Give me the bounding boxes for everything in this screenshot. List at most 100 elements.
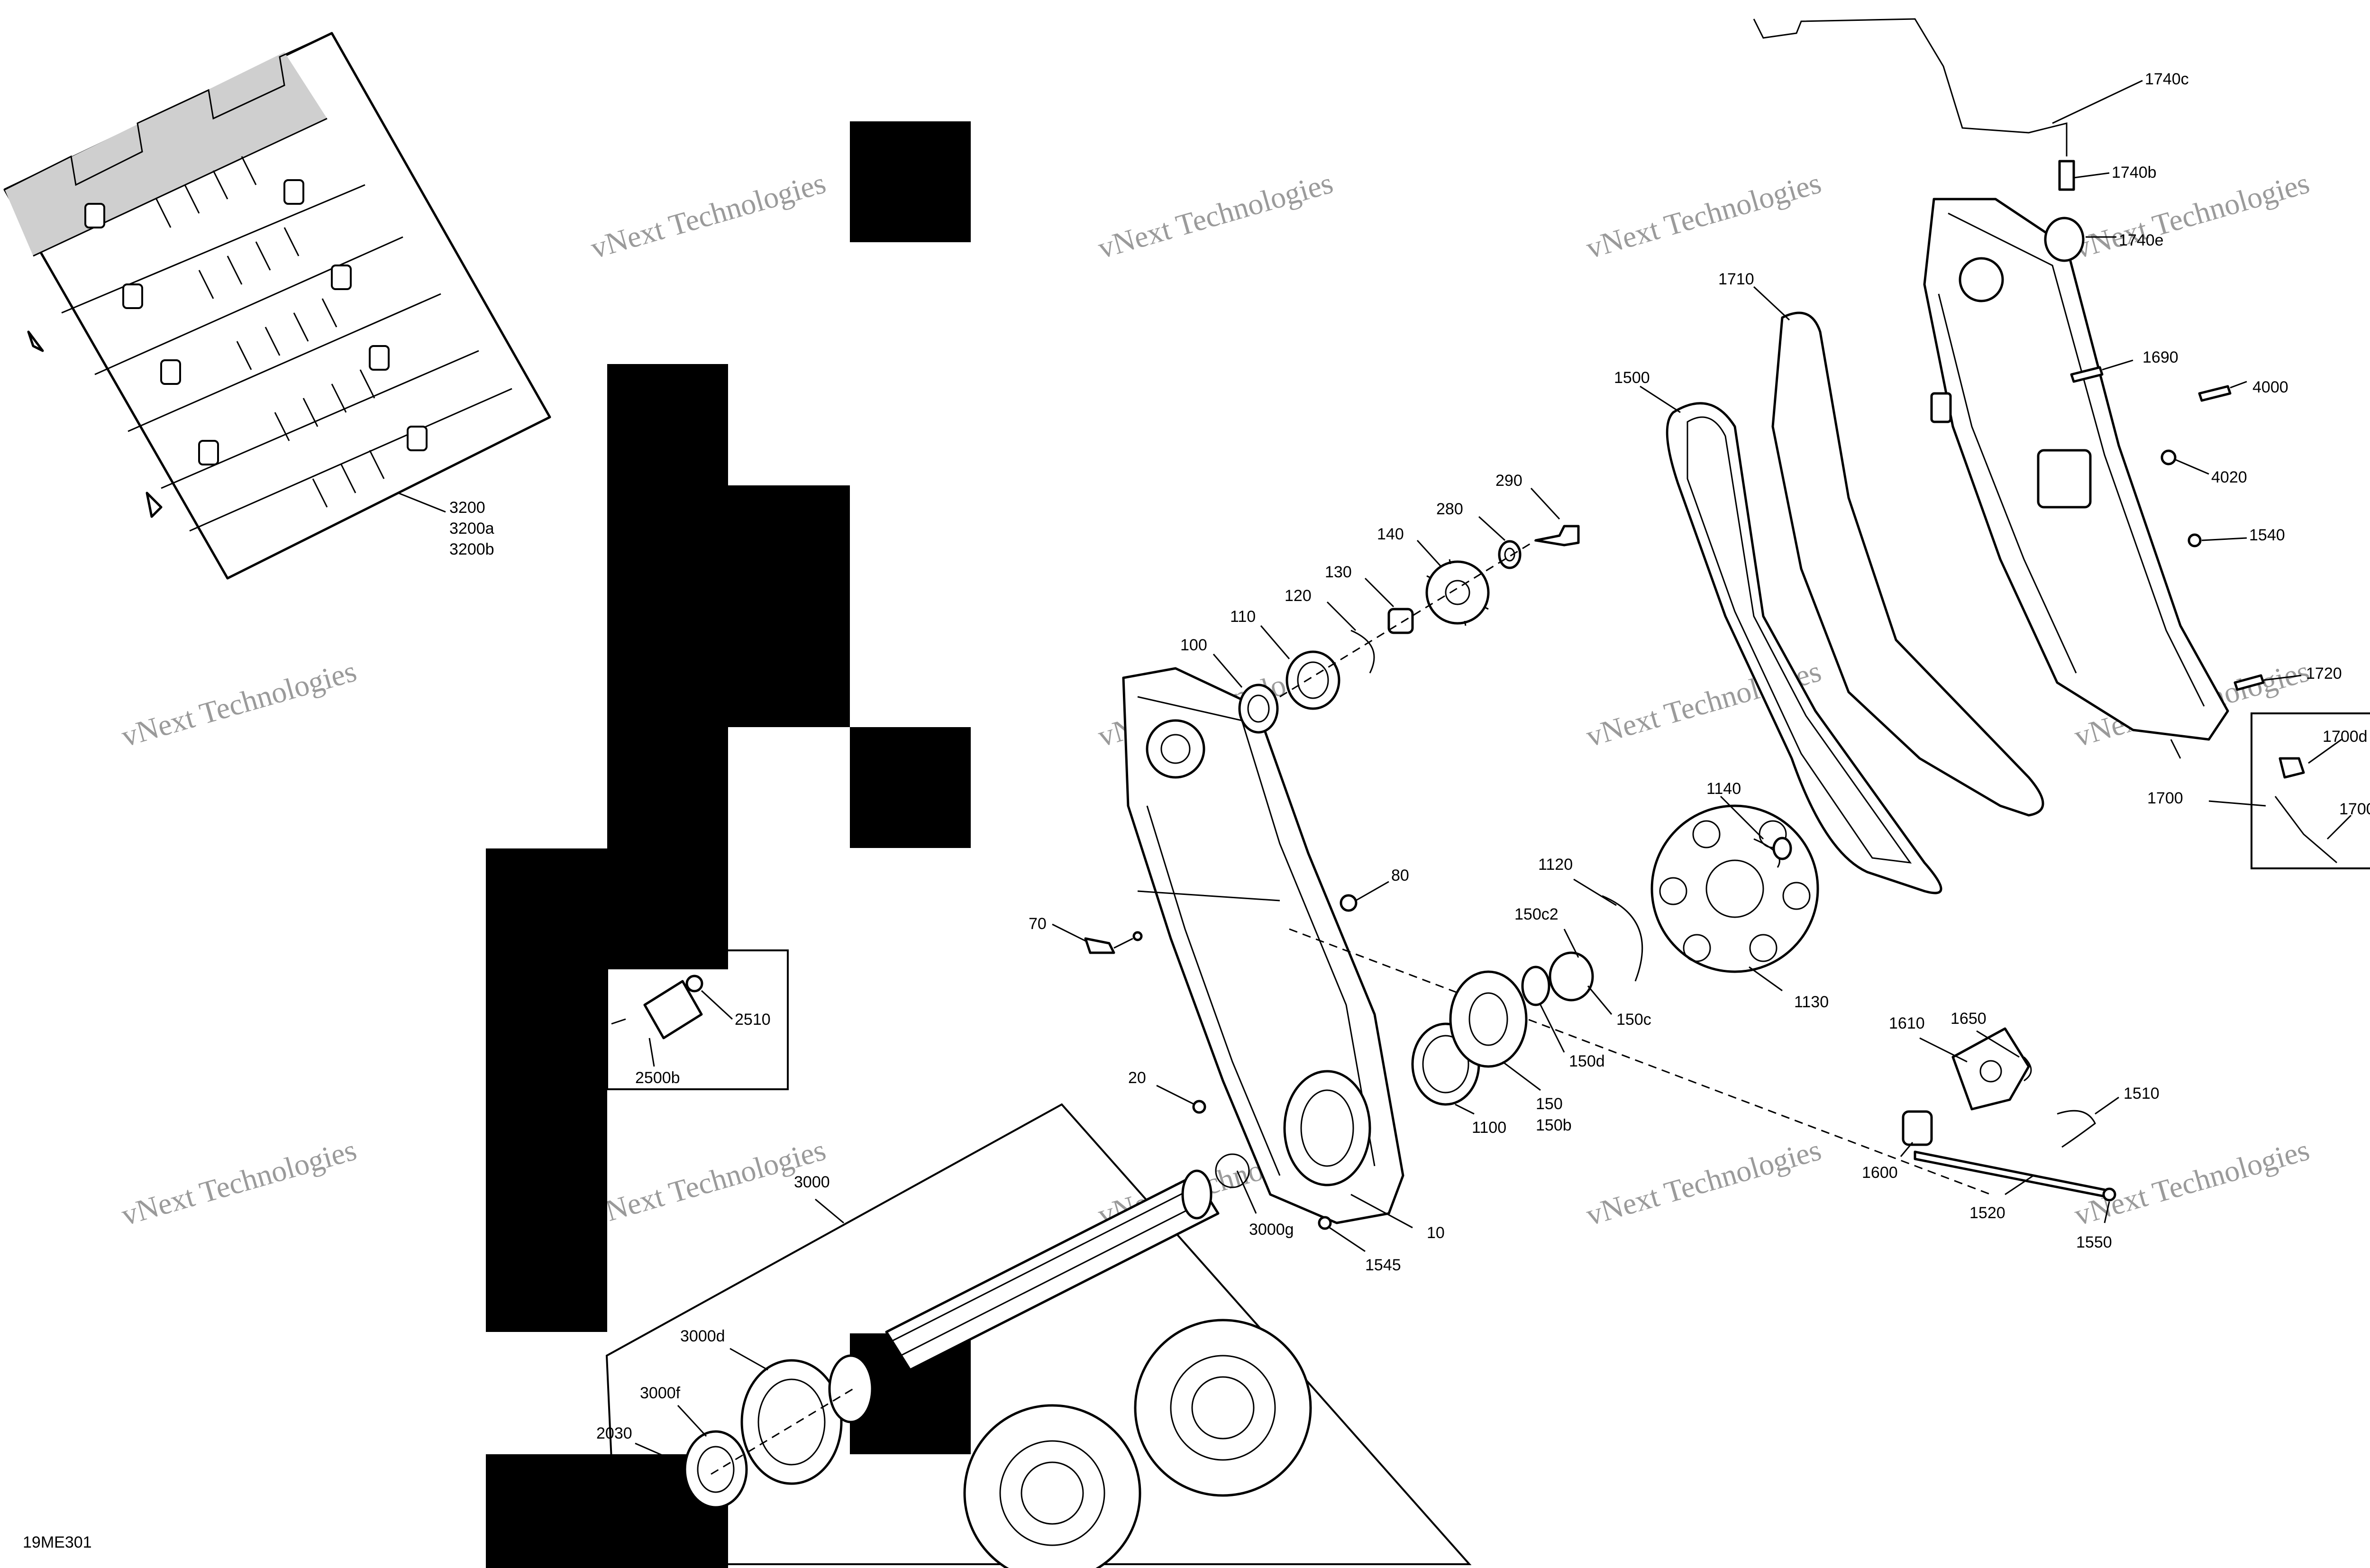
- chain-1500-drawing: [1666, 402, 1942, 894]
- callout-2030: 2030: [596, 1424, 632, 1442]
- callout-1650: 1650: [1951, 1010, 1987, 1028]
- redaction-block: [728, 485, 850, 727]
- callout-1120: 1120: [1538, 856, 1573, 874]
- callout-1700d: 1700d: [2323, 728, 2368, 746]
- leader-1700f: [2326, 814, 2352, 840]
- callout-1540: 1540: [2249, 526, 2285, 544]
- callout-3200a: 3200a: [449, 520, 494, 538]
- leader-290: [1530, 487, 1560, 520]
- callout-1130: 1130: [1794, 993, 1829, 1011]
- leader-150c: [1587, 985, 1613, 1015]
- watermark: vNext Technologies: [118, 1133, 360, 1232]
- leader-280: [1478, 516, 1506, 541]
- callout-3200: 3200: [449, 499, 485, 517]
- leader-1740c: [2052, 80, 2143, 124]
- callout-1140: 1140: [1706, 780, 1741, 798]
- callout-130: 130: [1325, 563, 1352, 581]
- leader-1600: [1900, 1142, 1914, 1157]
- leader-150c2: [1563, 929, 1579, 958]
- callout-150c: 150c: [1616, 1011, 1651, 1029]
- nut-80-drawing: [1340, 894, 1358, 912]
- callout-1500: 1500: [1614, 369, 1650, 387]
- chaincase-cover-drawing: [1923, 198, 2229, 741]
- callout-2500b: 2500b: [635, 1069, 680, 1087]
- callout-150: 150: [1536, 1095, 1563, 1113]
- leader-2030: [635, 1442, 674, 1461]
- leader-4000: [2230, 381, 2247, 389]
- callout-1700: 1700: [2147, 789, 2183, 807]
- leader-1610: [1919, 1037, 1968, 1063]
- detail-box-1700: [2251, 712, 2370, 869]
- leader-1140: [1720, 795, 1764, 840]
- callout-70: 70: [1029, 915, 1047, 933]
- leader-1510: [2095, 1096, 2119, 1115]
- callout-4000: 4000: [2252, 378, 2288, 396]
- lower-sprocket-stack-drawing: [1411, 804, 1819, 1106]
- callout-1740c: 1740c: [2145, 70, 2189, 88]
- callout-1690: 1690: [2142, 348, 2179, 366]
- leader-70: [1052, 923, 1086, 942]
- leader-80: [1355, 881, 1389, 902]
- leader-3200: [398, 492, 446, 513]
- leader-1740b: [2073, 172, 2110, 179]
- tensioner-drawing: [1902, 1027, 2116, 1202]
- callout-1520: 1520: [1969, 1204, 2005, 1222]
- leader-3000f: [677, 1404, 707, 1437]
- callout-150c2: 150c2: [1514, 905, 1559, 923]
- leader-1130: [1749, 966, 1783, 992]
- leader-1500: [1640, 385, 1681, 413]
- bolt-70-drawing: [1084, 931, 1143, 954]
- leader-1520: [2005, 1175, 2034, 1195]
- leader-1540: [2201, 537, 2247, 541]
- leader-1545: [1329, 1227, 1366, 1252]
- watermark: vNext Technologies: [587, 166, 829, 265]
- leader-3000g: [1236, 1170, 1257, 1214]
- leader-10: [1350, 1194, 1413, 1229]
- callout-80: 80: [1391, 866, 1409, 884]
- callout-280: 280: [1436, 500, 1463, 518]
- redaction-block: [850, 727, 971, 848]
- leader-1700: [2170, 739, 2181, 759]
- callout-1710: 1710: [1718, 270, 1754, 288]
- leader-1700d: [2308, 738, 2342, 764]
- callout-4020: 4020: [2211, 468, 2247, 486]
- chaincase-housing-drawing: [1122, 667, 1404, 1224]
- callout-150d: 150d: [1569, 1052, 1605, 1070]
- leader-1690: [2102, 359, 2133, 371]
- bolt-20-drawing: [1156, 1085, 1206, 1114]
- watermark: vNext Technologies: [1582, 166, 1824, 265]
- callout-1510: 1510: [2124, 1085, 2160, 1103]
- leader-1720: [2263, 675, 2302, 681]
- leader-150d: [1540, 1004, 1565, 1053]
- watermark: vNext Technologies: [2070, 166, 2313, 265]
- callout-3000: 3000: [794, 1173, 830, 1191]
- callout-3200b: 3200b: [449, 540, 494, 558]
- callout-1700f: 1700f: [2339, 800, 2370, 818]
- leader-2510: [701, 990, 733, 1020]
- callout-1720: 1720: [2306, 665, 2342, 683]
- callout-1545: 1545: [1365, 1256, 1401, 1274]
- upper-shaft-stack-drawing: [1238, 525, 1580, 734]
- callout-110: 110: [1230, 608, 1256, 626]
- watermark: vNext Technologies: [1094, 166, 1336, 265]
- detail-box-2510: [606, 949, 789, 1090]
- leader-130: [1364, 577, 1395, 608]
- callout-2510: 2510: [735, 1011, 771, 1029]
- callout-3000g: 3000g: [1249, 1221, 1294, 1239]
- leader-1120: [1573, 878, 1617, 906]
- callout-1740e: 1740e: [2119, 231, 2164, 249]
- diagram-code: 19ME301: [23, 1533, 92, 1551]
- leader-1700-box: [2208, 800, 2266, 807]
- lower-assembly-axis: [1289, 928, 1991, 1195]
- drive-axle-drawing: [684, 1153, 1312, 1568]
- watermark: vNext Technologies: [1582, 1133, 1824, 1232]
- callout-150b: 150b: [1536, 1116, 1572, 1134]
- leader-100: [1212, 654, 1243, 688]
- part-2510-drawing: [611, 975, 703, 1039]
- watermark: vNext Technologies: [118, 654, 360, 753]
- leader-1100: [1455, 1103, 1475, 1115]
- redaction-block: [486, 848, 607, 1332]
- watermark: vNext Technologies: [2070, 1133, 2313, 1232]
- leader-110: [1260, 625, 1290, 659]
